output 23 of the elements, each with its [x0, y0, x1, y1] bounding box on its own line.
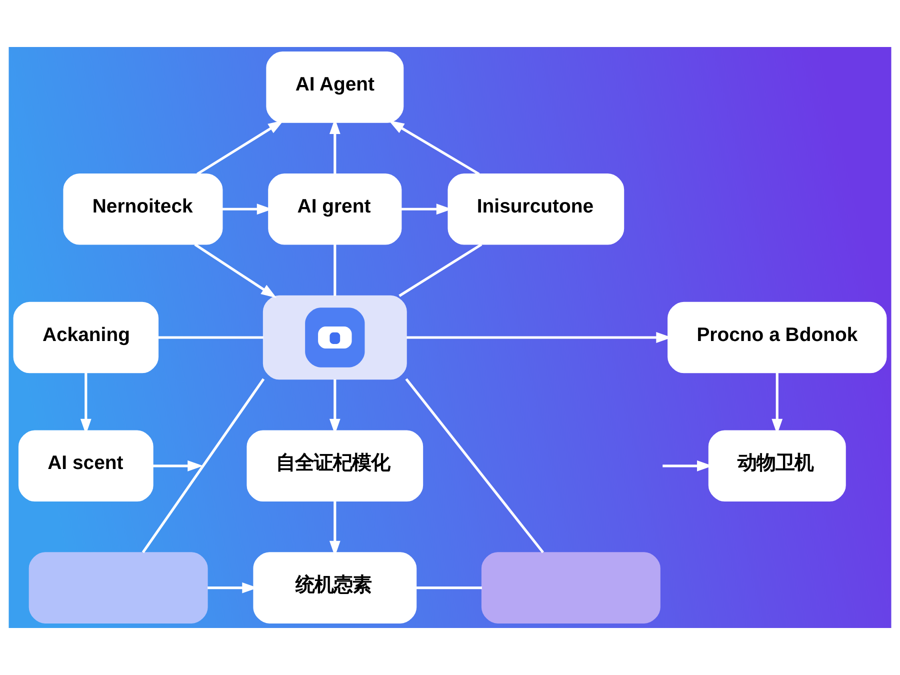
connector: [158, 336, 264, 339]
node-box: 动物卫机: [708, 430, 846, 502]
arrow: [388, 120, 480, 176]
node-box: [481, 552, 660, 624]
node-box: Procno a Bdonok: [668, 302, 887, 374]
connector: [405, 378, 544, 554]
node-box: 统机悫素: [253, 552, 417, 624]
node-box: 自全证杞模化: [246, 430, 424, 502]
arrow: [194, 243, 277, 298]
node-box: Ackaning: [13, 302, 159, 374]
connector: [334, 244, 336, 296]
node-box: AI grent: [268, 173, 402, 245]
node-picture: [262, 295, 407, 380]
node-box: Inisurcutone: [448, 173, 624, 245]
node-box: [28, 552, 208, 624]
node-box: AI Agent: [266, 52, 404, 123]
connector: [416, 586, 482, 590]
arrow: [152, 460, 204, 472]
node-box: AI scent: [18, 430, 154, 502]
node-box: Nernoiteck: [63, 173, 223, 245]
connector: [142, 378, 265, 554]
connector: [398, 243, 482, 297]
arrow: [196, 120, 284, 176]
